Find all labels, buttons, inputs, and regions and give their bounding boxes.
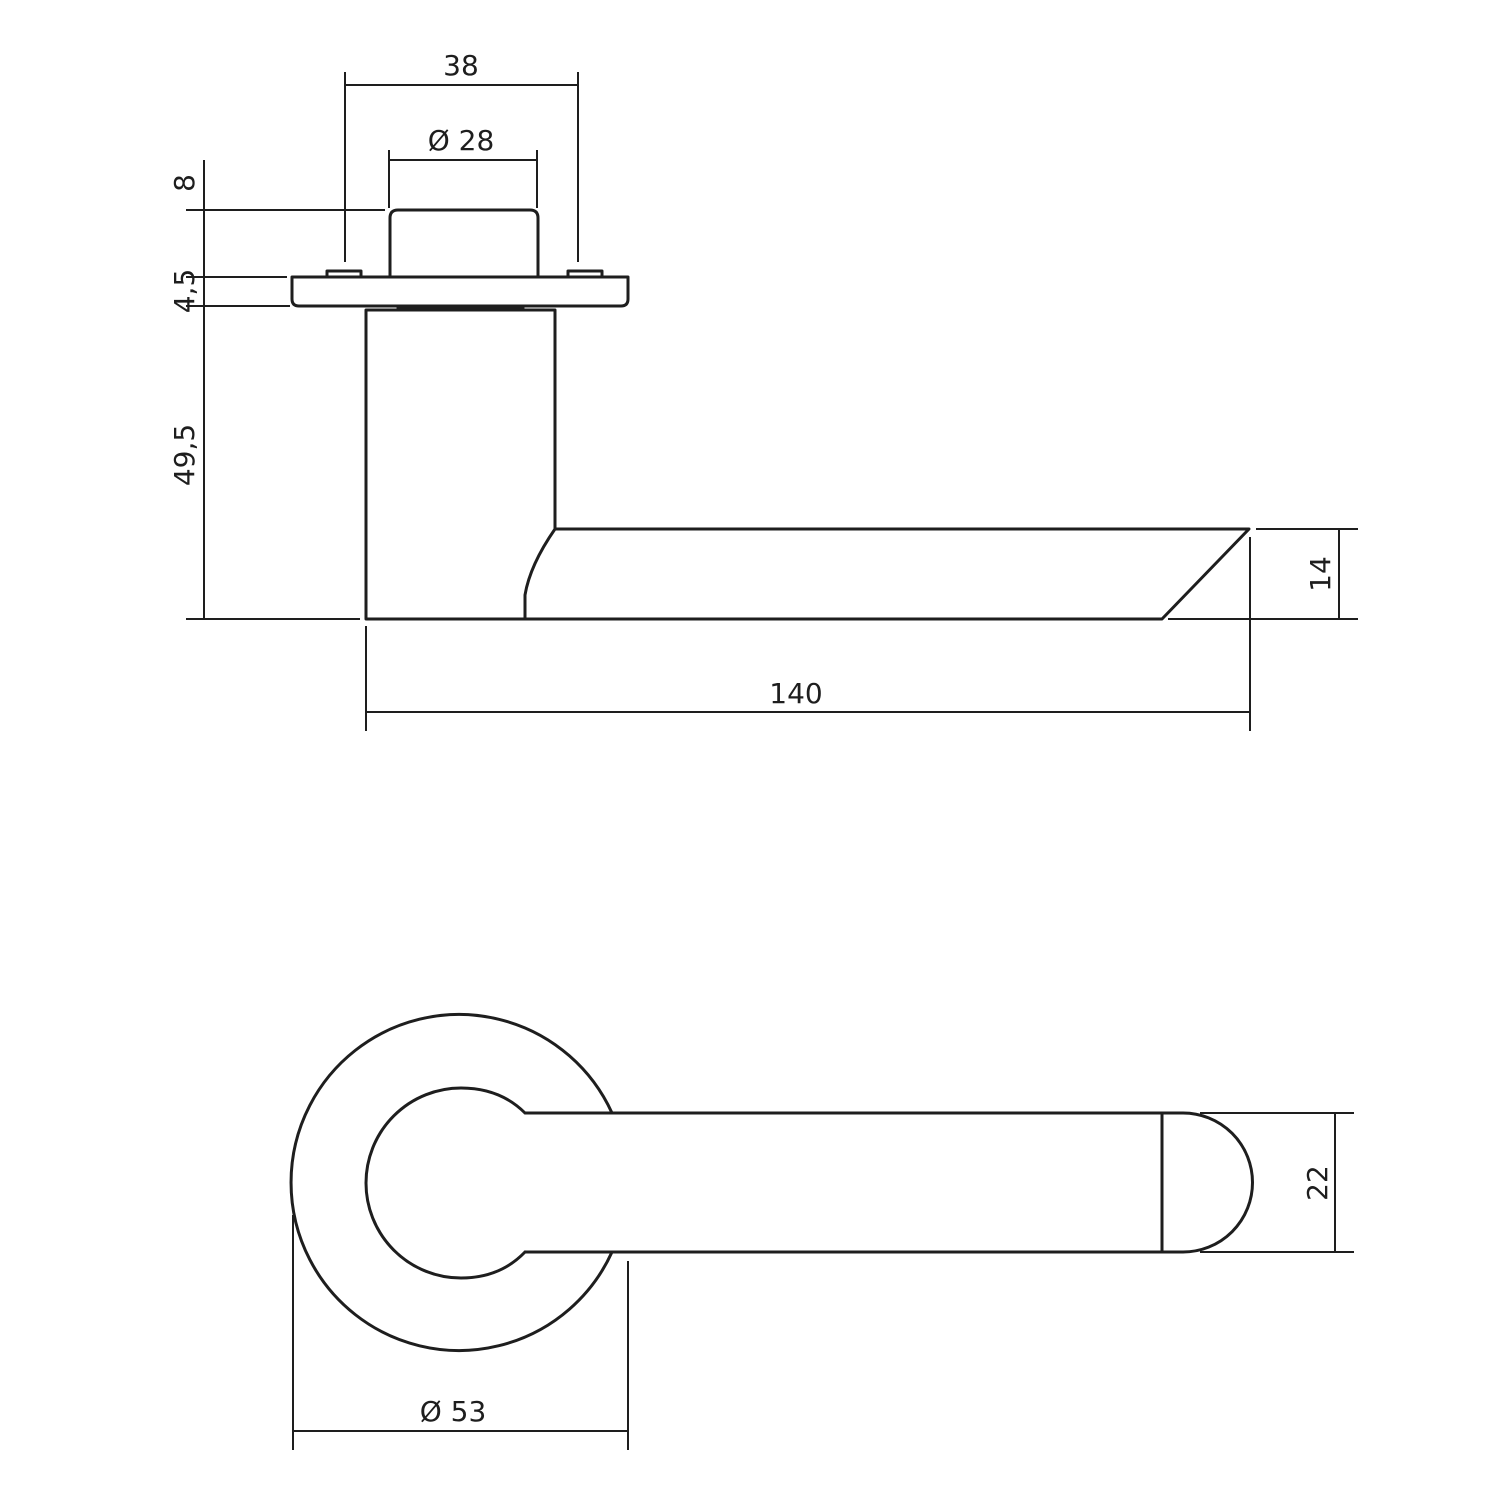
top-view	[289, 1013, 1254, 1352]
dim-spindle-height: 8	[168, 174, 201, 192]
rose-plate	[290, 275, 630, 308]
lever-end-cap	[1160, 1111, 1254, 1254]
lever-body	[364, 308, 1251, 621]
lever-top	[364, 1086, 1164, 1280]
dim-rose-thickness: 4,5	[168, 269, 201, 314]
spindle-cap	[388, 208, 540, 278]
dim-lever-length: 140	[769, 677, 822, 710]
dim-lever-width: 22	[1301, 1165, 1334, 1201]
dim-spindle-diameter: Ø 28	[428, 124, 495, 157]
top-view-dimensions: Ø 53 22	[292, 1112, 1354, 1450]
rose-outer	[289, 1013, 614, 1352]
side-view-dimensions: 38 Ø 28 8 4,5 49,5 14 140	[168, 49, 1358, 731]
dim-neck-height: 49,5	[168, 424, 201, 486]
dim-lever-thickness: 14	[1304, 556, 1337, 592]
neck-curve	[523, 527, 557, 621]
dim-rose-outer-width: 38	[443, 49, 479, 82]
dim-rose-diameter: Ø 53	[420, 1395, 487, 1428]
side-view	[290, 208, 1251, 621]
